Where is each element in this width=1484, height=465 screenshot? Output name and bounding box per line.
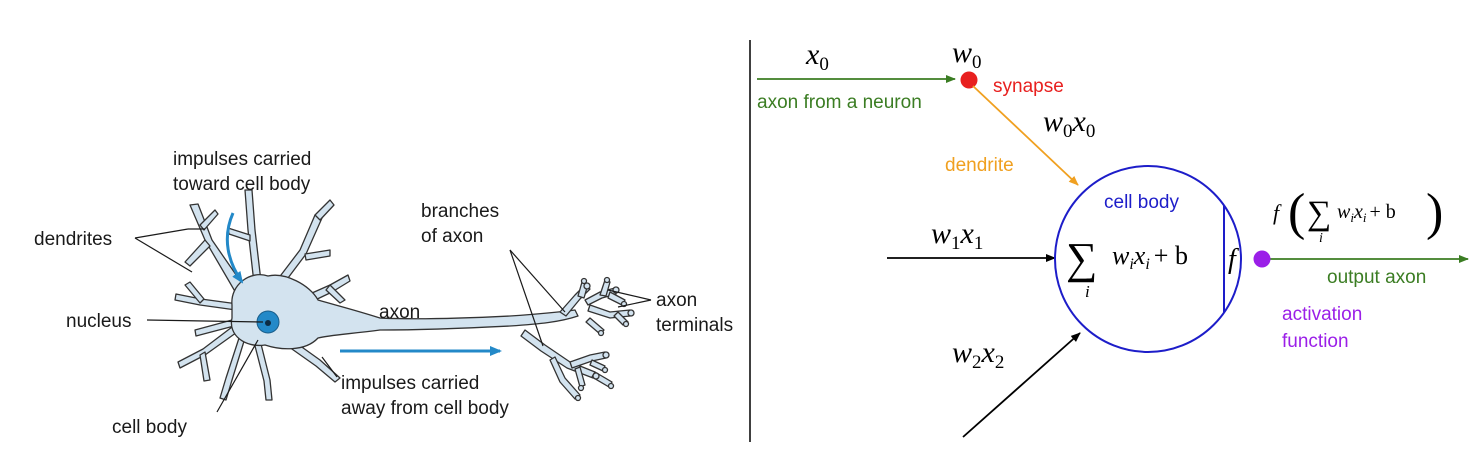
label-impulses-toward-line1: impulses carried [173, 149, 311, 170]
activation-f: f [1228, 244, 1239, 275]
label-impulses-toward-line2: toward cell body [173, 174, 311, 195]
label-dendrites: dendrites [34, 229, 112, 250]
label-nucleus: nucleus [66, 311, 132, 332]
label-w0: w0 [952, 36, 982, 73]
label-axon-from-neuron: axon from a neuron [757, 92, 922, 113]
label-output-axon: output axon [1327, 267, 1426, 288]
sum-expression: ∑ i wixi+ b f [1066, 234, 1239, 301]
label-branches-line2: of axon [421, 226, 483, 247]
label-cell-body: cell body [112, 417, 187, 438]
output-expression: f ( ∑ i wixi+ b ) [1273, 184, 1443, 246]
cell-body-circle [1054, 165, 1242, 353]
label-x0: x0 [805, 38, 829, 75]
dendrite-arrow [972, 85, 1079, 186]
input-w2x2-arrow [962, 332, 1081, 438]
impulse-toward-arrow [225, 212, 244, 284]
sum-term: wixi+ b [1112, 241, 1188, 273]
axon-terminals-shape [520, 279, 631, 400]
out-close-paren: ) [1426, 184, 1443, 241]
label-impulses-away-line2: away from cell body [341, 398, 509, 419]
biological-neuron: dendrites impulses carried toward cell b… [34, 149, 733, 438]
label-branches-line1: branches [421, 201, 499, 222]
out-index: i [1319, 231, 1323, 246]
label-cell-body: cell body [1104, 192, 1179, 213]
mathematical-model: x0 w0 w0x0 w1x1 w2x2 synapse axon from a… [757, 36, 1469, 438]
label-w0x0: w0x0 [1043, 105, 1095, 142]
out-open-paren: ( [1288, 184, 1305, 241]
out-f: f [1273, 200, 1282, 225]
nucleolus-shape [265, 320, 271, 326]
terminal-bulbs [574, 276, 635, 402]
out-term: wixi+ b [1337, 201, 1396, 225]
label-activation-line2: function [1282, 331, 1349, 352]
label-axon-terminals-line2: terminals [656, 315, 733, 336]
activation-dot [1253, 250, 1271, 268]
label-synapse: synapse [993, 76, 1064, 97]
label-w1x1: w1x1 [931, 217, 983, 254]
label-w2x2: w2x2 [952, 336, 1004, 373]
label-impulses-away-line1: impulses carried [341, 373, 479, 394]
sum-index: i [1085, 282, 1090, 301]
leader-lines [134, 228, 652, 413]
out-sigma: ∑ [1307, 195, 1331, 232]
label-dendrite: dendrite [945, 155, 1014, 176]
sum-sigma: ∑ [1066, 234, 1097, 283]
label-axon: axon [379, 302, 420, 323]
synapse-dot [960, 71, 978, 89]
label-activation-line1: activation [1282, 304, 1362, 325]
label-axon-terminals-line1: axon [656, 290, 697, 311]
neuron-drawing [174, 189, 635, 402]
cell-body-shape [230, 274, 579, 350]
